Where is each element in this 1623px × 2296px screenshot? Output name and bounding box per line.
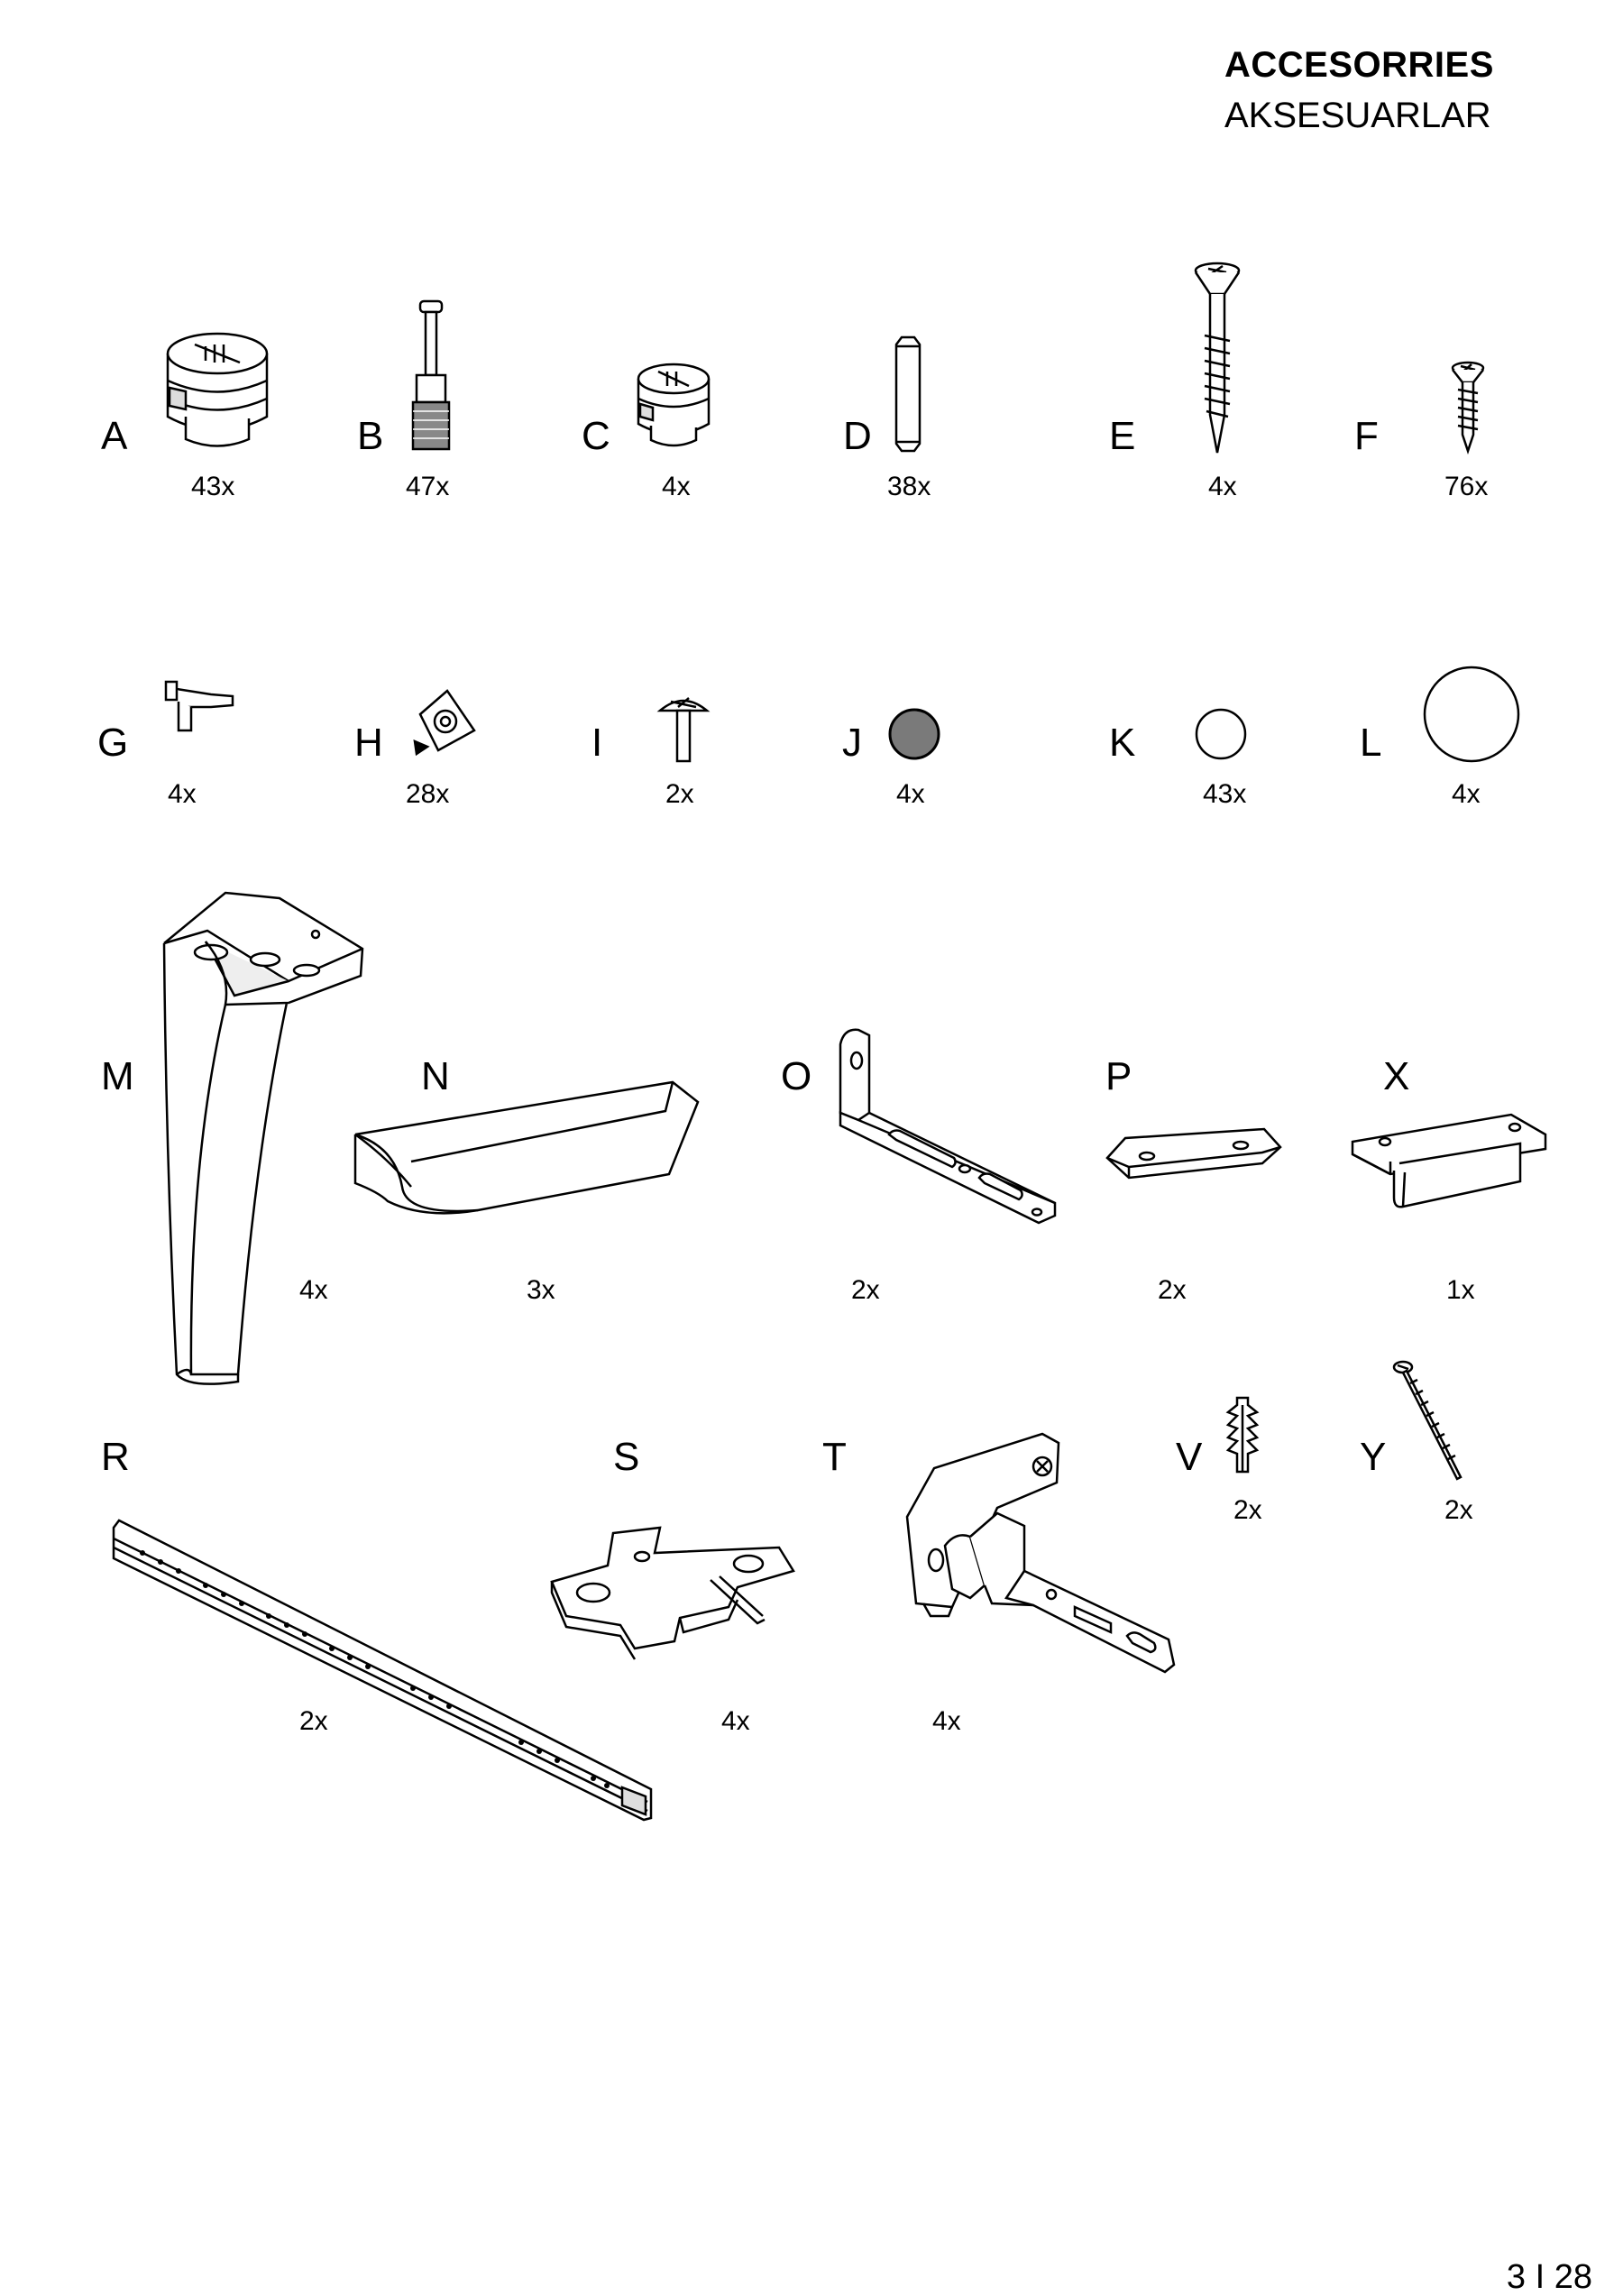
part-r-quantity: 2x <box>299 1706 328 1736</box>
wall-plug-icon <box>1223 1394 1262 1475</box>
page-number: 3 I 28 <box>1506 2258 1592 2296</box>
drawer-runner-icon <box>106 1517 658 1823</box>
part-j-quantity: 4x <box>896 779 925 809</box>
part-v-quantity: 2x <box>1233 1495 1262 1525</box>
small-cam-lock-icon <box>631 352 716 451</box>
part-x-letter: X <box>1383 1054 1410 1098</box>
part-i-quantity: 2x <box>665 779 694 809</box>
grey-cap-icon <box>887 707 941 761</box>
part-m-quantity: 4x <box>299 1275 328 1305</box>
part-y-quantity: 2x <box>1444 1495 1473 1525</box>
part-j-letter: J <box>842 721 862 765</box>
part-h-letter: H <box>354 721 383 765</box>
part-l-letter: L <box>1360 721 1382 765</box>
tapered-leg-icon <box>153 887 370 1389</box>
part-e-letter: E <box>1109 414 1136 458</box>
part-n-letter: N <box>421 1054 450 1098</box>
part-k-quantity: 43x <box>1203 779 1247 809</box>
part-d-quantity: 38x <box>887 472 931 501</box>
cam-bolt-icon <box>404 299 458 453</box>
hinge-plate-icon <box>548 1526 797 1652</box>
cam-lock-icon <box>159 317 276 453</box>
part-b-quantity: 47x <box>406 472 450 501</box>
part-e-quantity: 4x <box>1208 472 1237 501</box>
part-t-letter: T <box>822 1435 847 1479</box>
part-g-quantity: 4x <box>168 779 197 809</box>
small-cap-icon <box>1194 707 1248 761</box>
part-d-letter: D <box>843 414 872 458</box>
part-a-quantity: 43x <box>191 472 235 501</box>
profile-handle-icon <box>352 1075 700 1219</box>
page-subtitle: AKSESUARLAR <box>1224 96 1491 135</box>
part-o-quantity: 2x <box>851 1275 880 1305</box>
short-screw-icon <box>1450 361 1486 453</box>
part-c-quantity: 4x <box>662 472 691 501</box>
page-title: ACCESORRIES <box>1224 45 1494 85</box>
part-t-quantity: 4x <box>932 1706 961 1736</box>
corner-connector-icon <box>411 687 480 754</box>
part-a-letter: A <box>101 414 128 458</box>
part-l-quantity: 4x <box>1452 779 1481 809</box>
handle-bolt-icon <box>656 696 711 763</box>
part-i-letter: I <box>591 721 603 765</box>
mounting-plate-icon <box>1104 1125 1284 1181</box>
part-o-letter: O <box>781 1054 812 1098</box>
part-p-letter: P <box>1105 1054 1132 1098</box>
long-thin-screw-icon <box>1392 1358 1464 1481</box>
part-v-letter: V <box>1176 1435 1203 1479</box>
part-c-letter: C <box>582 414 610 458</box>
wooden-dowel-icon <box>893 335 923 453</box>
part-n-quantity: 3x <box>527 1275 555 1305</box>
part-k-letter: K <box>1109 721 1136 765</box>
part-y-letter: Y <box>1360 1435 1387 1479</box>
part-h-quantity: 28x <box>406 779 450 809</box>
large-cap-icon <box>1423 666 1520 763</box>
part-s-letter: S <box>613 1435 640 1479</box>
shelf-support-icon <box>160 678 236 732</box>
part-m-letter: M <box>101 1054 134 1098</box>
part-s-quantity: 4x <box>721 1706 750 1736</box>
l-bracket-icon <box>835 1026 1060 1228</box>
connector-plate-icon <box>1349 1107 1551 1214</box>
long-screw-icon <box>1192 262 1242 456</box>
part-f-letter: F <box>1354 414 1379 458</box>
hinge-icon <box>898 1427 1179 1676</box>
part-f-quantity: 76x <box>1444 472 1489 501</box>
part-p-quantity: 2x <box>1158 1275 1187 1305</box>
part-r-letter: R <box>101 1435 130 1479</box>
part-x-quantity: 1x <box>1446 1275 1475 1305</box>
part-b-letter: B <box>357 414 384 458</box>
part-g-letter: G <box>97 721 129 765</box>
